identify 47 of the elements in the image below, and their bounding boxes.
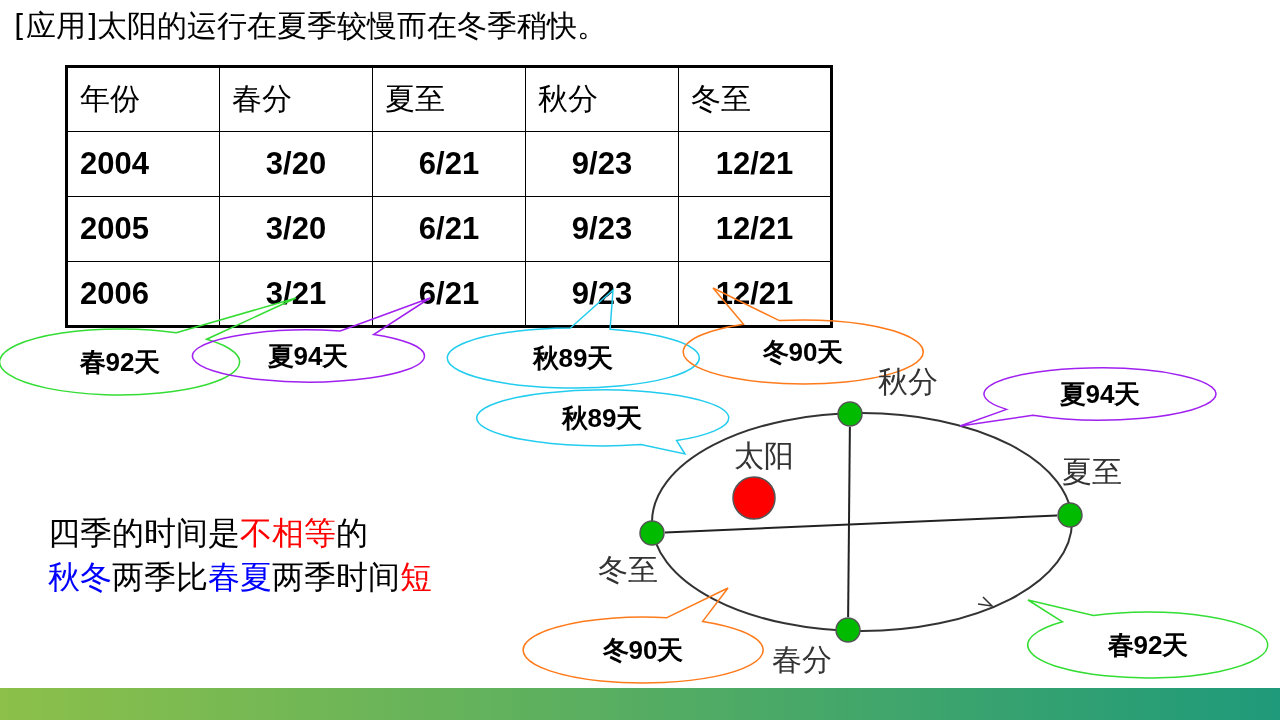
sun-circle <box>732 476 776 520</box>
orbit-point <box>1057 502 1083 528</box>
note-text: 秋冬两季比春夏两季时间短 <box>48 557 432 598</box>
table-cell: 6/21 <box>418 211 480 247</box>
header-cell-text: 年份 <box>80 80 140 118</box>
table-cell: 2004 <box>80 146 149 182</box>
point-label: 秋分 <box>878 363 938 401</box>
table-cell: 2006 <box>80 275 149 312</box>
table-cell: 12/21 <box>715 146 794 182</box>
header-cell-text: 秋分 <box>538 80 598 118</box>
orbit-point <box>639 520 665 546</box>
speech-bubble <box>474 388 730 456</box>
header-cell-text: 春分 <box>232 80 292 118</box>
table-cell: 3/20 <box>265 146 327 182</box>
point-label: 春分 <box>772 641 832 679</box>
speech-bubble <box>521 586 765 685</box>
slide-title: [应用]太阳的运行在夏季较慢而在冬季稍快。 <box>14 7 608 45</box>
table-cell: 9/23 <box>571 146 633 182</box>
table-cell: 6/21 <box>418 146 480 182</box>
bubble-text: 春92天 <box>1107 628 1189 662</box>
orbit-point <box>835 617 861 643</box>
table-cell: 12/21 <box>715 211 794 247</box>
table-cell: 9/23 <box>571 275 633 312</box>
speech-bubble <box>958 366 1218 428</box>
point-label: 冬至 <box>598 551 658 589</box>
speech-bubble <box>1026 598 1270 680</box>
table-cell: 9/23 <box>571 211 633 247</box>
bubble-text: 夏94天 <box>1059 377 1141 411</box>
header-cell-text: 夏至 <box>385 80 445 118</box>
bubble-text: 秋89天 <box>532 341 614 375</box>
bubble-text: 秋89天 <box>561 401 643 435</box>
table-cell: 3/21 <box>265 275 327 312</box>
point-label: 夏至 <box>1062 453 1122 491</box>
bubble-text: 冬90天 <box>602 633 684 667</box>
bubble-text: 冬90天 <box>762 335 844 369</box>
axis-line <box>664 514 1058 534</box>
header-cell-text: 冬至 <box>691 80 751 118</box>
bubble-text: 夏94天 <box>267 339 349 373</box>
table-cell: 3/20 <box>265 211 327 247</box>
table-cell: 2005 <box>80 211 149 247</box>
note-text: 四季的时间是不相等的 <box>48 513 368 554</box>
table-cell: 6/21 <box>418 275 480 312</box>
table-cell: 12/21 <box>715 275 794 312</box>
axis-line <box>847 426 851 618</box>
bubble-text: 春92天 <box>79 345 161 379</box>
orbit-point <box>837 401 863 427</box>
point-label: 太阳 <box>734 437 794 475</box>
